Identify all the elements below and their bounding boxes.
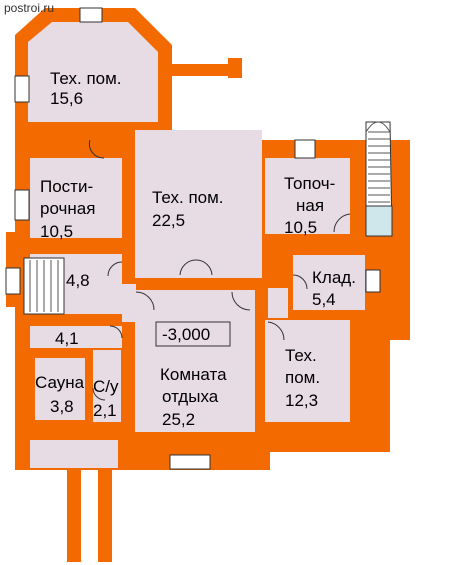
window-left-pillar bbox=[5, 267, 21, 295]
external-stair bbox=[365, 121, 393, 237]
door-swing-lounge-east bbox=[231, 291, 251, 311]
level-mark-box bbox=[155, 321, 231, 347]
room-area-storage: 5,4 bbox=[312, 290, 336, 309]
wall-south-leg-right bbox=[98, 462, 112, 562]
room-area-corridor: 4,1 bbox=[55, 329, 79, 348]
room-area-tech-2: 22,5 bbox=[152, 211, 185, 230]
room-name-tech-2: Тех. пом. bbox=[152, 188, 224, 207]
room-name-lounge-line2: отдыха bbox=[162, 387, 219, 406]
room-name-boiler-line2: ная bbox=[296, 196, 324, 215]
room-name-washroom-line1: Пости- bbox=[40, 177, 93, 196]
door-swing-stair-hall bbox=[107, 261, 123, 277]
room-area-tech-1: 15,6 bbox=[50, 89, 83, 108]
room-name-tech-1: Тех. пом. bbox=[50, 69, 122, 88]
internal-stair bbox=[23, 257, 65, 315]
external-stair-top bbox=[365, 121, 391, 133]
wall-bay-southeast bbox=[228, 430, 260, 470]
room-area-toilet: 2,1 bbox=[93, 401, 117, 420]
window-lounge-south bbox=[169, 454, 211, 470]
window-washroom-west bbox=[14, 189, 30, 221]
room-area-stair-hall: 4,8 bbox=[66, 271, 90, 290]
wall-south-leg-left bbox=[67, 462, 81, 562]
room-fill-tech-3 bbox=[265, 320, 350, 422]
room-name-sauna: Сауна bbox=[35, 373, 85, 392]
room-fill-tech-1 bbox=[28, 22, 158, 122]
door-swing-lounge-north bbox=[179, 259, 197, 276]
doors bbox=[88, 139, 351, 401]
room-name-tech-3-line1: Тех. bbox=[285, 346, 317, 365]
windows bbox=[5, 7, 381, 470]
room-name-toilet: С/у bbox=[93, 377, 119, 396]
room-fill-tech-2 bbox=[135, 130, 262, 278]
door-swing-lounge-west bbox=[135, 291, 155, 311]
room-name-boiler-line1: Топоч- bbox=[284, 174, 335, 193]
room-fill-washroom bbox=[30, 158, 122, 238]
wall-tower-extension bbox=[165, 64, 240, 76]
room-fill-south-niche bbox=[30, 440, 118, 468]
corridor-strip-center bbox=[122, 284, 136, 322]
room-name-storage: Клад. bbox=[312, 268, 356, 287]
corridor-strip-east bbox=[268, 288, 288, 318]
window-tower-north bbox=[79, 7, 103, 23]
room-name-lounge-line1: Комната bbox=[160, 365, 227, 384]
room-fill-corridor bbox=[30, 326, 122, 348]
door-swing-toilet bbox=[92, 387, 106, 401]
door-swing-storage bbox=[292, 274, 308, 290]
window-tower-west bbox=[14, 75, 30, 103]
door-swing-lounge-north-pair bbox=[195, 259, 213, 276]
window-tech-2-north bbox=[294, 139, 316, 159]
room-fill-toilet bbox=[93, 350, 121, 422]
room-name-tech-3-line2: пом. bbox=[285, 368, 320, 387]
door-swing-tech-3 bbox=[267, 321, 285, 341]
level-mark: -3,000 bbox=[162, 325, 210, 344]
external-stair-landing bbox=[365, 205, 393, 237]
door-swing-boiler bbox=[333, 213, 351, 233]
room-area-washroom: 10,5 bbox=[40, 222, 73, 241]
room-fill-boiler bbox=[265, 158, 350, 234]
room-area-lounge: 25,2 bbox=[162, 410, 195, 429]
wall-bay-southwest bbox=[124, 430, 156, 470]
wall-tower-extension-post bbox=[228, 58, 242, 78]
room-name-washroom-line2: рочная bbox=[40, 199, 95, 218]
door-swing-corridor bbox=[109, 325, 123, 339]
room-area-tech-3: 12,3 bbox=[285, 391, 318, 410]
door-swing-washroom bbox=[88, 139, 105, 159]
room-area-sauna: 3,8 bbox=[50, 397, 74, 416]
window-storage-east bbox=[365, 269, 381, 293]
room-fill-lounge bbox=[135, 290, 255, 432]
site-credit: postroi.ru bbox=[4, 1, 54, 15]
room-fill-sauna bbox=[35, 358, 85, 420]
room-area-boiler: 10,5 bbox=[284, 218, 317, 237]
